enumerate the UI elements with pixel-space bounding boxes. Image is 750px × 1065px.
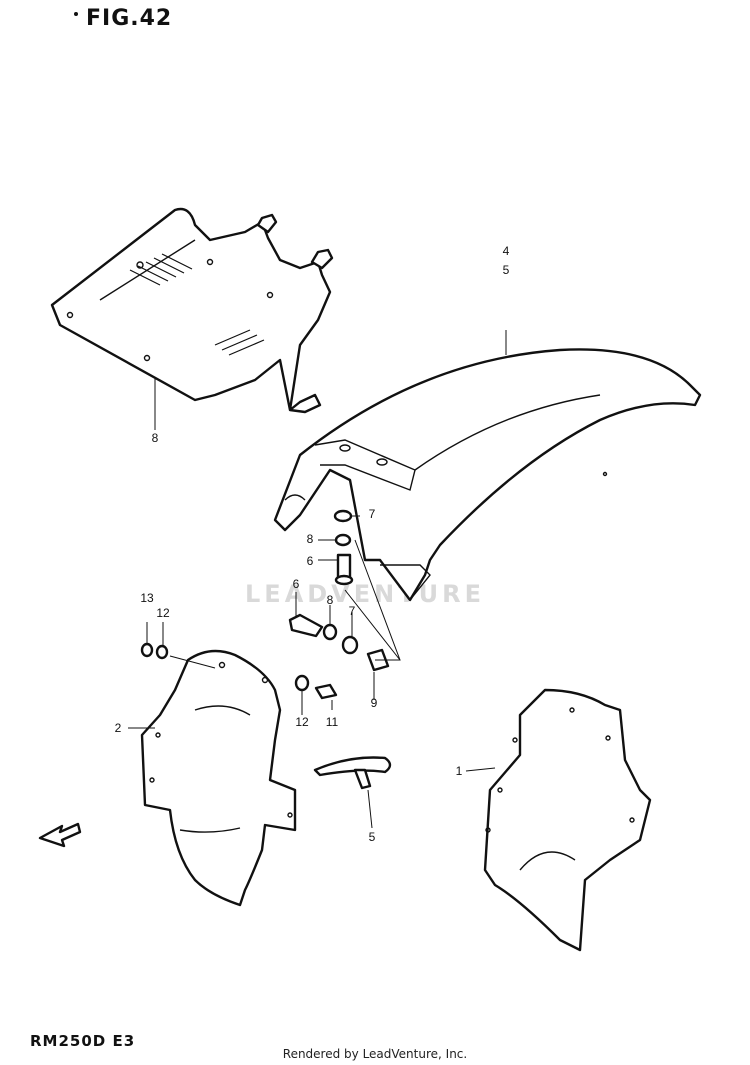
callout-10[interactable]: 8 [151,431,159,445]
figure-title: FIG.42 [86,6,173,31]
callout-8b[interactable]: 8 [326,593,334,607]
callout-2[interactable]: 2 [114,721,122,735]
callout-7a[interactable]: 7 [368,507,376,521]
callout-5[interactable]: 5 [368,830,376,844]
title-dot [74,12,78,16]
part-1-mud-flap[interactable] [483,688,652,952]
part-5-clamp[interactable] [313,756,392,790]
callout-12b[interactable]: 12 [295,715,309,729]
callout-9[interactable]: 9 [370,696,378,710]
front-direction-arrow-icon [38,822,82,848]
callout-4[interactable]: 5 [502,263,510,277]
callout-3[interactable]: 4 [502,244,510,258]
callout-7b[interactable]: 7 [348,604,356,618]
callout-1[interactable]: 1 [455,764,463,778]
part-2-front-fender[interactable] [140,649,297,907]
model-code: RM250D E3 [30,1032,136,1050]
callout-6a[interactable]: 6 [306,554,314,568]
hardware[interactable] [140,509,390,700]
part-10-plate[interactable] [50,207,334,414]
callout-13[interactable]: 13 [140,591,154,605]
callout-6b[interactable]: 6 [292,577,300,591]
rendered-by-footer: Rendered by LeadVenture, Inc. [282,1047,468,1061]
callout-11[interactable]: 11 [325,715,339,729]
part-3-4-rear-fender[interactable] [273,348,702,602]
callout-12a[interactable]: 12 [156,606,170,620]
leader-lines [128,330,507,829]
watermark: LEADVENTURE [245,580,485,608]
callout-8a[interactable]: 8 [306,532,314,546]
